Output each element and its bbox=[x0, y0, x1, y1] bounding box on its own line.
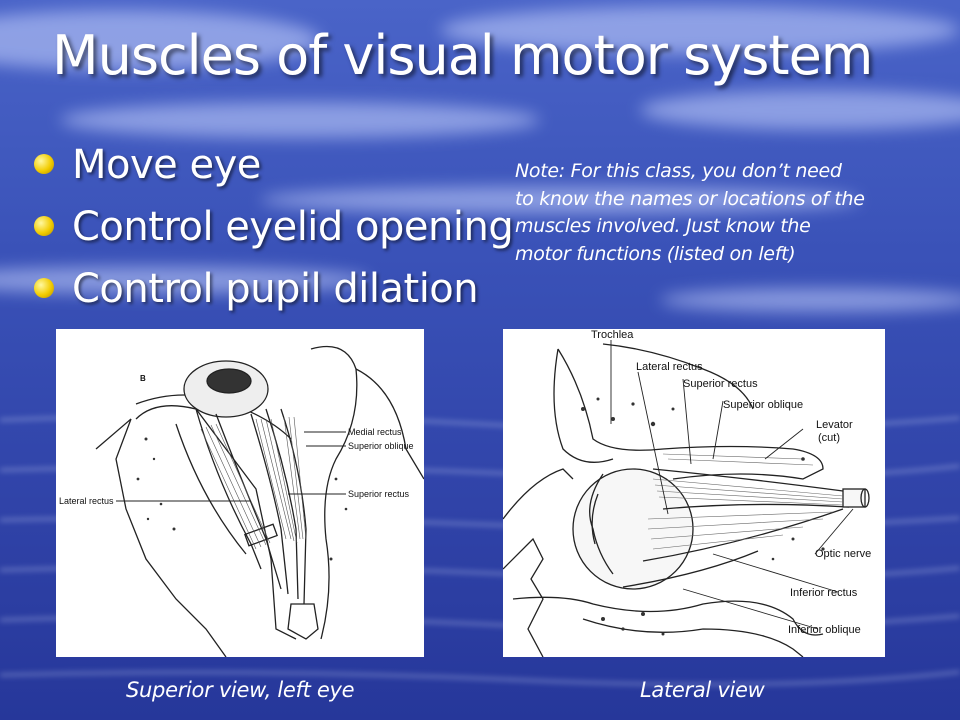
bullet-text: Control eyelid opening bbox=[72, 204, 514, 250]
bullet-item: Control pupil dilation bbox=[34, 266, 513, 328]
label-lateral-rectus-lat: Lateral rectus bbox=[636, 361, 703, 373]
label-trochlea: Trochlea bbox=[591, 329, 634, 341]
label-levator-cut: (cut) bbox=[818, 432, 840, 444]
slide-title: Muscles of visual motor system bbox=[52, 24, 873, 87]
label-superior-rectus: Superior rectus bbox=[348, 489, 410, 499]
bullet-dot-icon bbox=[34, 278, 54, 298]
label-superior-rectus-lat: Superior rectus bbox=[683, 378, 758, 390]
caption-lateral-view: Lateral view bbox=[640, 678, 765, 702]
lateral-view-drawing: Trochlea Lateral rectus Superior rectus … bbox=[503, 329, 871, 657]
label-superior-oblique-lat: Superior oblique bbox=[723, 399, 803, 411]
superior-view-figure: B Medial rectus Superior oblique Superio… bbox=[56, 329, 424, 657]
bullet-list: Move eye Control eyelid opening Control … bbox=[34, 142, 514, 328]
label-inferior-oblique: Inferior oblique bbox=[788, 624, 861, 636]
side-note: Note: For this class, you don’t need to … bbox=[515, 160, 865, 265]
bullet-item: Control eyelid opening bbox=[34, 204, 514, 266]
bullet-text: Control pupil dilation bbox=[72, 266, 479, 312]
superior-view-drawing: B Medial rectus Superior oblique Superio… bbox=[59, 345, 424, 657]
label-superior-oblique: Superior oblique bbox=[348, 441, 414, 451]
panel-letter: B bbox=[140, 374, 146, 383]
caption-superior-view: Superior view, left eye bbox=[126, 678, 355, 702]
bullet-item: Move eye bbox=[34, 142, 513, 204]
label-levator: Levator bbox=[816, 419, 853, 431]
lateral-view-figure: Trochlea Lateral rectus Superior rectus … bbox=[503, 329, 885, 657]
label-inferior-rectus: Inferior rectus bbox=[790, 587, 858, 599]
label-lateral-rectus: Lateral rectus bbox=[59, 496, 114, 506]
bullet-text: Move eye bbox=[72, 142, 261, 188]
bullet-dot-icon bbox=[34, 216, 54, 236]
label-medial-rectus: Medial rectus bbox=[348, 427, 402, 437]
bullet-dot-icon bbox=[34, 154, 54, 174]
label-optic-nerve: Optic nerve bbox=[815, 548, 871, 560]
